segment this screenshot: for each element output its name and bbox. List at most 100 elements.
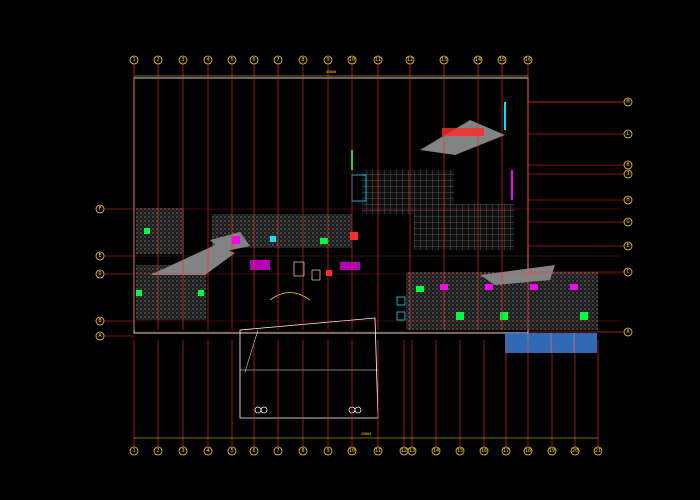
bottom-axis-11: 11 — [373, 446, 383, 456]
axis-label: 13 — [441, 57, 447, 63]
axis-label: 18 — [525, 448, 531, 454]
axis-label: 4 — [206, 448, 209, 454]
axis-label: L — [626, 131, 629, 137]
axis-label: 9 — [326, 57, 329, 63]
top-axis-7: 7 — [273, 55, 283, 65]
right-axis-E: E — [623, 241, 633, 251]
left-axis-B: B — [95, 316, 105, 326]
top-axis-2: 2 — [153, 55, 163, 65]
right-axis-J: J — [623, 169, 633, 179]
axis-label: 3 — [181, 57, 184, 63]
axis-label: 15 — [457, 448, 463, 454]
bottom-axis-19: 19 — [547, 446, 557, 456]
axis-label: J — [626, 171, 629, 177]
bottom-axis-8: 8 — [298, 446, 308, 456]
top-axis-16: 16 — [523, 55, 533, 65]
bottom-axis-1: 1 — [129, 446, 139, 456]
top-axis-10: 10 — [347, 55, 357, 65]
axis-label: 9 — [326, 448, 329, 454]
axis-label: 19 — [549, 448, 555, 454]
bottom-axis-13: 13 — [407, 446, 417, 456]
axis-label: E — [98, 253, 101, 259]
axis-label: 12 — [407, 57, 413, 63]
right-axis-H: H — [623, 195, 633, 205]
axis-label: 7 — [276, 57, 279, 63]
axis-label: 10 — [349, 57, 355, 63]
axis-label: 1 — [132, 448, 135, 454]
top-axis-14: 14 — [473, 55, 483, 65]
bottom-axis-15: 15 — [455, 446, 465, 456]
top-axis-13: 13 — [439, 55, 449, 65]
bottom-axis-16: 16 — [479, 446, 489, 456]
axis-label: G — [626, 219, 629, 225]
left-axis-A: A — [95, 331, 105, 341]
bottom-axis-20: 20 — [570, 446, 580, 456]
axis-label: 11 — [375, 448, 381, 454]
dimension-top-text: 45000 — [326, 70, 337, 74]
bottom-axis-17: 17 — [501, 446, 511, 456]
top-axis-4: 4 — [203, 55, 213, 65]
top-axis-8: 8 — [298, 55, 308, 65]
top-axis-1: 1 — [129, 55, 139, 65]
right-axis-G: G — [623, 217, 633, 227]
left-axis-D: D — [95, 269, 105, 279]
bottom-axis-2: 2 — [153, 446, 163, 456]
axis-label: A — [98, 333, 101, 339]
axis-label: 1 — [132, 57, 135, 63]
axis-label: 2 — [156, 448, 159, 454]
bottom-axis-12: 12 — [399, 446, 409, 456]
horizontal-grid-lines — [104, 101, 624, 337]
left-axis-E: E — [95, 251, 105, 261]
axis-label: C — [626, 269, 629, 275]
axis-label: 3 — [181, 448, 184, 454]
axis-label: A — [626, 329, 629, 335]
bottom-axis-5: 5 — [227, 446, 237, 456]
top-axis-11: 11 — [373, 55, 383, 65]
top-axis-3: 3 — [178, 55, 188, 65]
left-axis-F: F — [95, 204, 105, 214]
bottom-axis-21: 21 — [593, 446, 603, 456]
axis-label: 13 — [409, 448, 415, 454]
blue-zone — [505, 333, 597, 353]
top-axis-5: 5 — [227, 55, 237, 65]
axis-label: E — [626, 243, 629, 249]
right-axis-L: L — [623, 129, 633, 139]
axis-label: 14 — [475, 57, 481, 63]
vertical-grid-lines — [133, 64, 599, 447]
dimension-bottom-text: 45000 — [361, 432, 372, 436]
axis-label: D — [98, 271, 101, 277]
right-axis-M: M — [623, 97, 633, 107]
axis-label: 6 — [252, 57, 255, 63]
axis-label: M — [626, 99, 629, 105]
top-axis-15: 15 — [497, 55, 507, 65]
bottom-axis-9: 9 — [323, 446, 333, 456]
bottom-axis-3: 3 — [178, 446, 188, 456]
axis-label: 7 — [276, 448, 279, 454]
top-axis-6: 6 — [249, 55, 259, 65]
bottom-axis-4: 4 — [203, 446, 213, 456]
axis-label: 4 — [206, 57, 209, 63]
axis-label: 5 — [230, 57, 233, 63]
axis-label: 5 — [230, 448, 233, 454]
axis-label: 15 — [499, 57, 505, 63]
bottom-axis-14: 14 — [431, 446, 441, 456]
overall-dimension-top: 45000 — [134, 70, 528, 77]
axis-label: 2 — [156, 57, 159, 63]
axis-label: 14 — [433, 448, 439, 454]
axis-label: 10 — [349, 448, 355, 454]
axis-label: B — [98, 318, 101, 324]
bottom-axis-10: 10 — [347, 446, 357, 456]
top-axis-12: 12 — [405, 55, 415, 65]
axis-label: 11 — [375, 57, 381, 63]
right-axis-C: C — [623, 267, 633, 277]
left-axis-bubbles: F E D B A — [95, 204, 105, 341]
axis-label: 17 — [503, 448, 509, 454]
axis-label: 16 — [525, 57, 531, 63]
overall-dimension-bottom: 45000 — [134, 432, 598, 439]
axis-label: 6 — [252, 448, 255, 454]
